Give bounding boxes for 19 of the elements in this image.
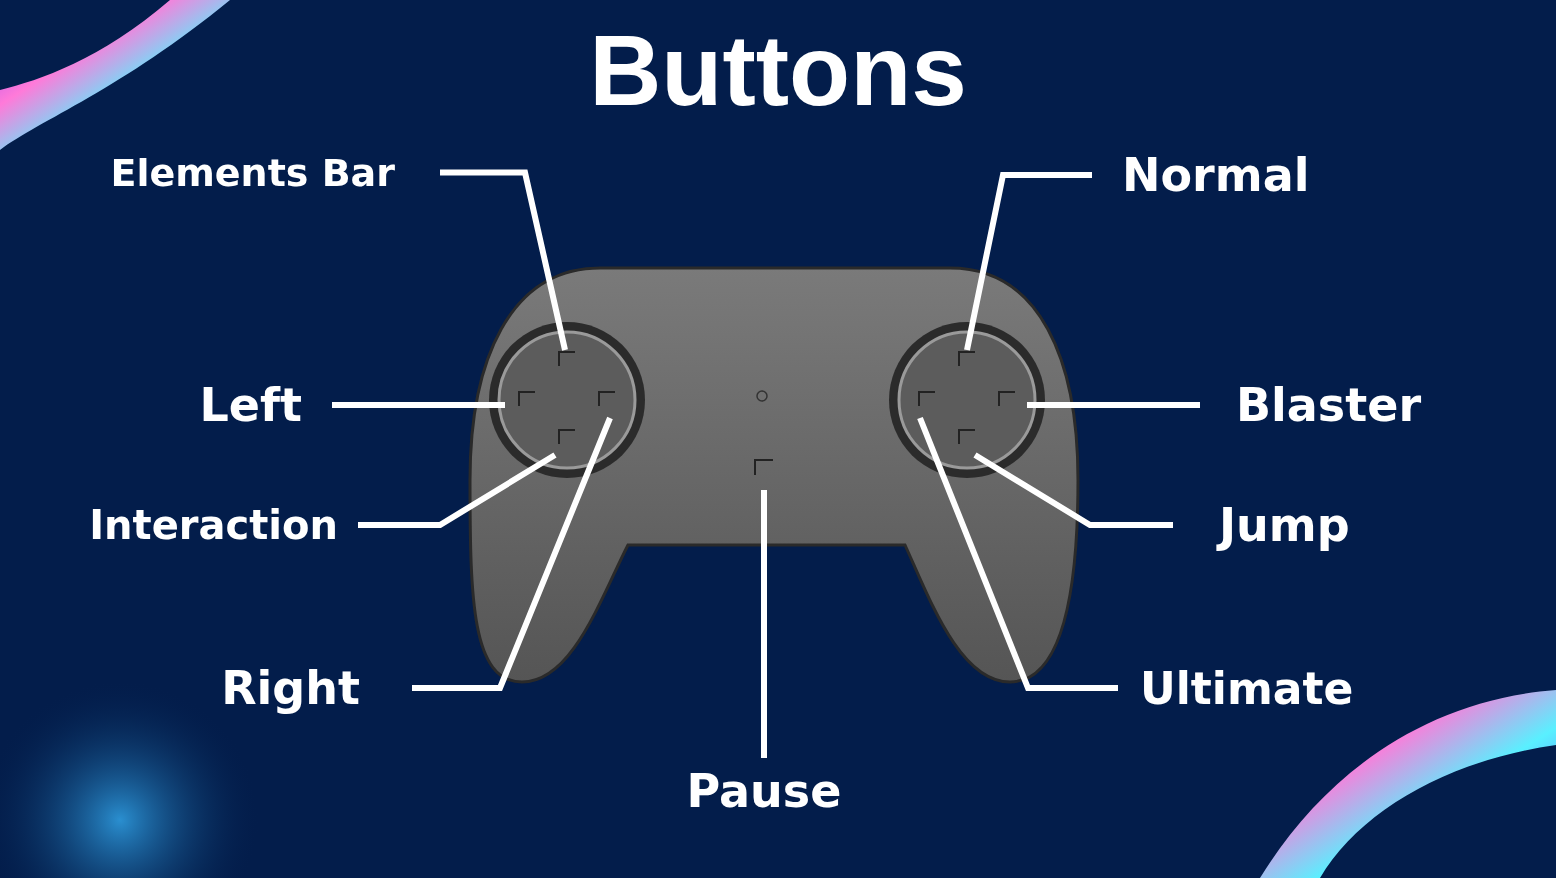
button-label: Ultimate bbox=[1118, 658, 1428, 718]
title: Buttons bbox=[588, 13, 968, 128]
leader-line bbox=[358, 452, 557, 528]
button-label: Interaction bbox=[8, 495, 358, 555]
button-label: Pause bbox=[654, 758, 874, 818]
button-label: Jump bbox=[1173, 495, 1403, 555]
leader-line bbox=[412, 416, 613, 691]
leader-line bbox=[964, 172, 1092, 351]
leader-line bbox=[440, 169, 568, 351]
leader-line bbox=[973, 452, 1173, 528]
button-label: Blaster bbox=[1200, 375, 1480, 435]
leader-line bbox=[917, 416, 1118, 691]
button-label: Left bbox=[140, 375, 332, 435]
button-label: Normal bbox=[1092, 145, 1372, 205]
leader-line bbox=[1027, 402, 1200, 408]
leader-line bbox=[332, 402, 505, 408]
leader-line bbox=[761, 490, 767, 758]
button-label: Elements Bar bbox=[40, 145, 440, 200]
button-label: Right bbox=[160, 658, 412, 718]
